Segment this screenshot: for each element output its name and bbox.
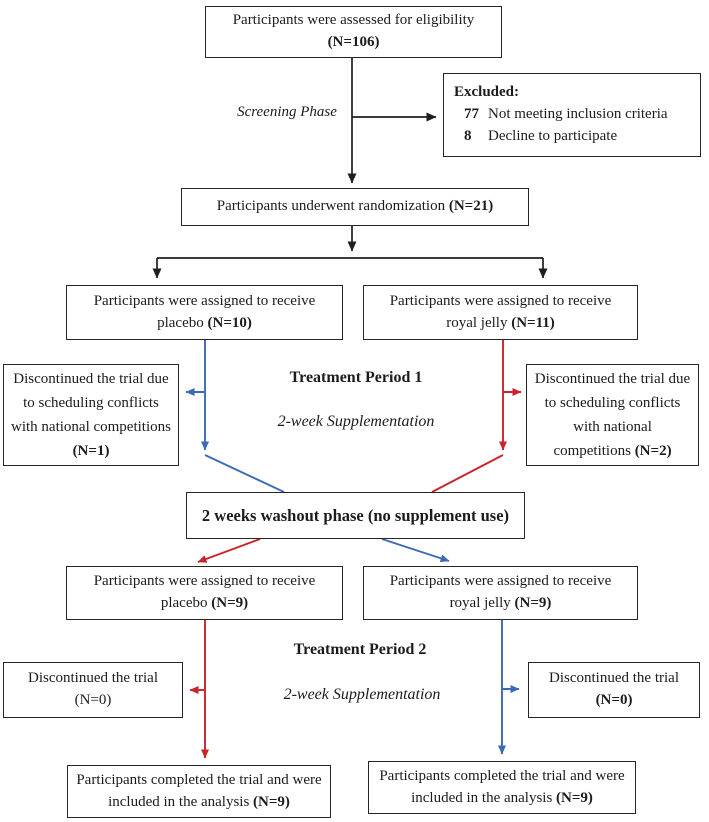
arrow-placebo-arm-period2 xyxy=(189,620,209,759)
excluded-item-reason: Decline to participate xyxy=(488,127,618,144)
excluded-item-count: 77 xyxy=(464,106,479,123)
screening-phase-label: Screening Phase xyxy=(237,104,337,120)
assigned-line2: placebo (N=9) xyxy=(160,595,249,611)
arrow-crossover-blue xyxy=(381,538,450,563)
excluded-box: Excluded: 77 Not meeting inclusion crite… xyxy=(443,73,701,157)
randomization-box: Participants underwent randomization (N=… xyxy=(181,188,529,226)
assigned-royaljelly-period2-box: Participants were assigned to receive ro… xyxy=(363,566,638,620)
excluded-item-reason: Not meeting inclusion criteria xyxy=(488,106,668,123)
assigned-placebo-period2-box: Participants were assigned to receive pl… xyxy=(66,566,343,620)
washout-text: 2 weeks washout phase (no supplement use… xyxy=(201,505,510,525)
discontinued-n: (N=0) xyxy=(595,692,633,708)
assigned-line1: Participants were assigned to receive xyxy=(93,292,316,309)
discontinued-text: Discontinued the trial xyxy=(28,670,158,687)
washout-box: 2 weeks washout phase (no supplement use… xyxy=(186,492,525,539)
assigned-royaljelly-period1-box: Participants were assigned to receive ro… xyxy=(363,285,638,340)
arrow-randomization-branch xyxy=(152,225,548,279)
excluded-title: Excluded: xyxy=(454,84,520,101)
arrow-crossover-red xyxy=(197,538,261,563)
eligibility-n: (N=106) xyxy=(327,34,380,50)
assigned-line1: Participants were assigned to receive xyxy=(389,573,612,590)
assigned-line2: placebo (N=10) xyxy=(157,314,252,331)
excluded-item-count: 8 xyxy=(464,127,472,144)
completed-text: Participants completed the trial and wer… xyxy=(76,771,322,810)
eligibility-box: Participants were assessed for eligibili… xyxy=(205,6,502,58)
assigned-line2: royal jelly (N=9) xyxy=(449,595,552,611)
assigned-line1: Participants were assigned to receive xyxy=(389,292,612,309)
assigned-placebo-period1-box: Participants were assigned to receive pl… xyxy=(66,285,343,340)
discontinued-period1-left-box: Discontinued the trial due to scheduling… xyxy=(3,364,179,466)
completed-right-box: Participants completed the trial and wer… xyxy=(368,761,636,814)
discontinued-period1-right-box: Discontinued the trial due to scheduling… xyxy=(526,364,699,466)
arrow-royaljelly-arm-period2 xyxy=(498,620,520,755)
excluded-items: 77 Not meeting inclusion criteria 8 Decl… xyxy=(464,104,668,148)
completed-left-box: Participants completed the trial and wer… xyxy=(67,765,331,818)
randomization-text: Participants underwent randomization (N=… xyxy=(216,198,494,215)
treatment-period1-title: Treatment Period 1 xyxy=(289,369,423,386)
discontinued-period2-right-box: Discontinued the trial (N=0) xyxy=(528,662,700,718)
treatment-period2-subtitle: 2-week Supplementation xyxy=(283,686,441,703)
discontinued-text: Discontinued the trial due to scheduling… xyxy=(534,371,691,459)
excluded-item: 8 Decline to participate xyxy=(464,126,668,148)
assigned-line1: Participants were assigned to receive xyxy=(93,573,316,590)
discontinued-period2-left-box: Discontinued the trial (N=0) xyxy=(3,662,183,718)
treatment-period1-subtitle: 2-week Supplementation xyxy=(277,413,435,430)
discontinued-n: (N=0) xyxy=(74,692,112,708)
arrow-eligibility-to-randomization xyxy=(347,58,437,184)
excluded-item: 77 Not meeting inclusion criteria xyxy=(464,104,668,126)
eligibility-text: Participants were assessed for eligibili… xyxy=(232,12,475,29)
treatment-period2-title: Treatment Period 2 xyxy=(293,641,427,658)
assigned-line2: royal jelly (N=11) xyxy=(446,314,555,331)
completed-text: Participants completed the trial and wer… xyxy=(379,767,625,806)
discontinued-text: Discontinued the trial due to scheduling… xyxy=(11,371,171,459)
discontinued-text: Discontinued the trial xyxy=(549,670,679,687)
